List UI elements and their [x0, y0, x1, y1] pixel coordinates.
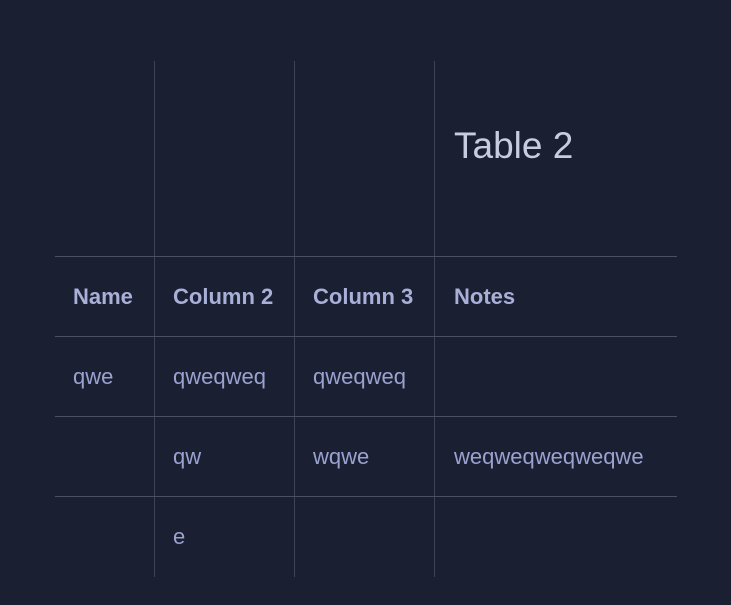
column-divider [294, 61, 295, 577]
row-divider [55, 336, 677, 337]
table-cell[interactable]: qweqweq [313, 364, 406, 389]
header-column-2[interactable]: Column 2 [173, 284, 274, 309]
table-cell[interactable]: wqwe [313, 444, 370, 469]
header-notes[interactable]: Notes [454, 284, 516, 309]
row-divider [55, 256, 677, 257]
column-divider [434, 61, 435, 577]
table-cell[interactable]: e [173, 524, 186, 549]
table-cell[interactable]: qwe [73, 364, 114, 389]
row-divider [55, 416, 677, 417]
header-column-3[interactable]: Column 3 [313, 284, 414, 309]
table-cell[interactable]: qw [173, 444, 202, 469]
table-title: Table 2 [454, 125, 574, 166]
column-divider [154, 61, 155, 577]
table-cell[interactable]: qweqweq [173, 364, 266, 389]
table-cell[interactable]: weqweqweqweqwe [454, 444, 644, 469]
header-name[interactable]: Name [73, 284, 133, 309]
row-divider [55, 496, 677, 497]
